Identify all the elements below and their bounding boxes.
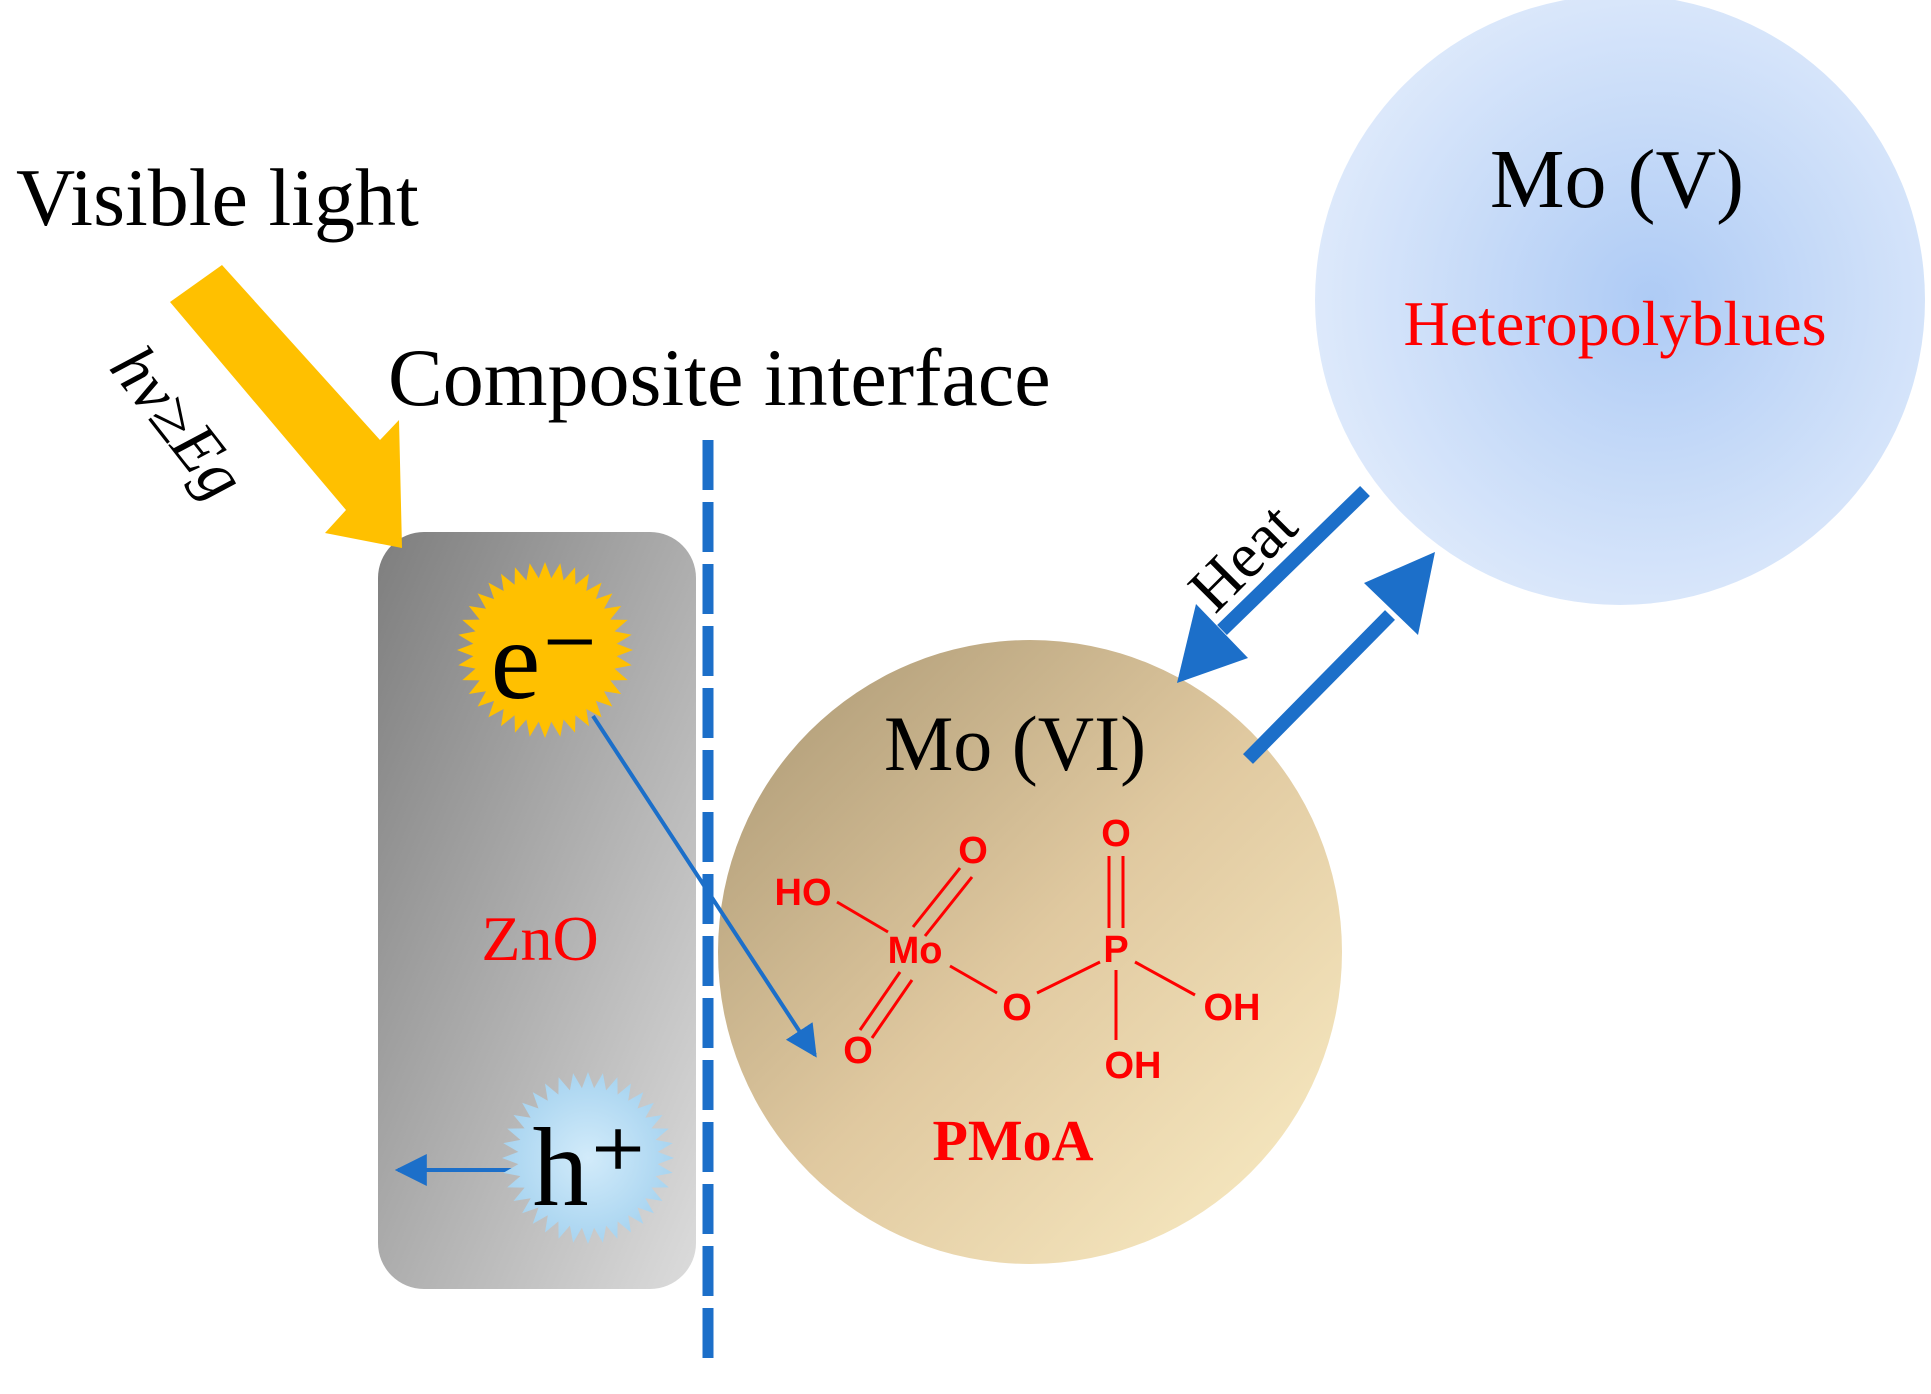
mo5-label: Mo (V) (1490, 133, 1744, 226)
electron-burst: e⁻ (457, 562, 633, 738)
bond-mo-obottom-2 (870, 979, 914, 1039)
pmoa-circle (718, 640, 1342, 1264)
hole-burst: h⁺ (502, 1072, 674, 1244)
heat-arrows (1177, 485, 1435, 764)
electron-transfer-arrow (591, 714, 817, 1058)
mo6-label: Mo (VI) (884, 700, 1146, 787)
atom-o-bottom-mo: O (843, 1030, 873, 1072)
electron-label: e⁻ (491, 599, 600, 723)
atom-o-top-mo: O (958, 830, 988, 872)
atom-oh-right: OH (1204, 987, 1261, 1029)
visible-light-label: Visible light (16, 152, 419, 243)
bond-mo-obridge (949, 964, 998, 995)
heat-arrow-up-head (1364, 552, 1435, 635)
atom-o-top-p: O (1101, 813, 1131, 855)
pmoa-atoms: O HO Mo O O O P OH OH (775, 813, 1261, 1087)
composite-interface-label: Composite interface (388, 332, 1051, 423)
bond-p-ohright (1134, 960, 1196, 997)
bond-ho-mo (836, 900, 889, 934)
heteropolyblue-circle (1315, 0, 1925, 605)
electron-burst-shape (457, 562, 633, 738)
hole-burst-shape (502, 1072, 674, 1244)
light-arrow (170, 265, 402, 548)
bond-mo-otop-2 (923, 876, 974, 937)
heteropolyblues-label: Heteropolyblues (1404, 288, 1827, 359)
heat-label: Heat (1175, 489, 1311, 625)
atom-o-bridge: O (1002, 987, 1032, 1029)
atom-oh-bottom: OH (1105, 1045, 1162, 1087)
atom-ho: HO (775, 872, 832, 914)
bond-obridge-p (1036, 960, 1101, 995)
pmoa-structure (836, 856, 1196, 1040)
zno-label: ZnO (481, 903, 598, 974)
heat-arrow-up (1243, 610, 1395, 764)
bond-mo-otop-1 (911, 867, 962, 928)
heat-arrow-down (1217, 485, 1370, 636)
atom-mo: Mo (888, 930, 943, 972)
bond-mo-obottom-1 (858, 971, 902, 1031)
hole-label: h⁺ (532, 1106, 647, 1230)
atom-p: P (1103, 929, 1128, 971)
heat-arrow-down-head (1177, 604, 1248, 683)
pmoa-label: PMoA (932, 1108, 1093, 1173)
